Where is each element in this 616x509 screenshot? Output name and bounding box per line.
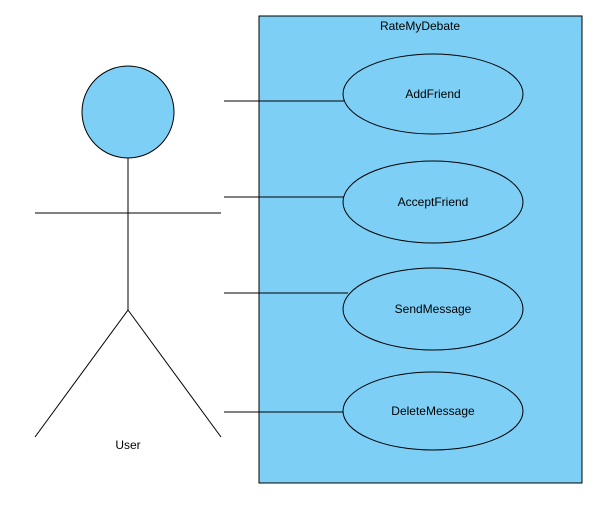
- use-case-label: SendMessage: [395, 302, 472, 316]
- actor-head: [81, 65, 175, 159]
- use-case-add-friend[interactable]: AddFriend: [342, 53, 524, 135]
- system-boundary-label: RateMyDebate: [380, 19, 460, 33]
- actor-user[interactable]: User: [34, 65, 222, 452]
- use-case-accept-friend[interactable]: AcceptFriend: [342, 160, 524, 244]
- use-case-label: AcceptFriend: [398, 195, 469, 209]
- actor-left-leg: [34, 309, 129, 438]
- use-case-label: DeleteMessage: [391, 404, 475, 418]
- actor-right-leg: [127, 309, 222, 438]
- actor-label: User: [115, 438, 140, 452]
- use-case-delete-message[interactable]: DeleteMessage: [342, 371, 524, 451]
- use-case-send-message[interactable]: SendMessage: [342, 267, 524, 351]
- use-case-label: AddFriend: [405, 87, 460, 101]
